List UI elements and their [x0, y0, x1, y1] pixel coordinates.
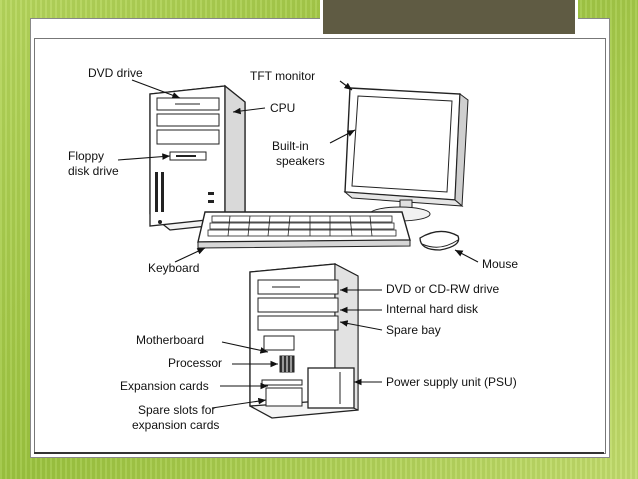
monitor [343, 87, 469, 222]
label-keyboard: Keyboard [148, 261, 199, 275]
label-floppy: Floppy [68, 149, 104, 163]
tower-case [149, 84, 246, 231]
mouse [419, 230, 460, 251]
label-psu: Power supply unit (PSU) [386, 375, 517, 389]
label-spare-slots: Spare slots for [138, 403, 215, 417]
title-bar [320, 0, 578, 34]
bottom-divider [34, 452, 604, 454]
label-dvd-cdrw-drive: DVD or CD-RW drive [386, 282, 499, 296]
label-processor: Processor [168, 356, 222, 370]
label-internal-hard-disk: Internal hard disk [386, 302, 479, 316]
label-tft-monitor: TFT monitor [250, 69, 315, 83]
label-expansion-cards: Expansion cards [120, 379, 209, 393]
open-tower-case [249, 263, 359, 419]
keyboard [197, 211, 411, 249]
callout-arrows [117, 79, 479, 409]
label-dvd-drive: DVD drive [88, 66, 143, 80]
label-spare-bay: Spare bay [386, 323, 441, 337]
label-cpu: CPU [270, 101, 295, 115]
label-disk-drive: disk drive [68, 164, 119, 178]
label-motherboard: Motherboard [136, 333, 204, 347]
label-mouse: Mouse [482, 257, 518, 271]
label-expansion-cards-2: expansion cards [132, 418, 219, 432]
label-speakers: speakers [276, 154, 325, 168]
label-built-in: Built-in [272, 139, 309, 153]
